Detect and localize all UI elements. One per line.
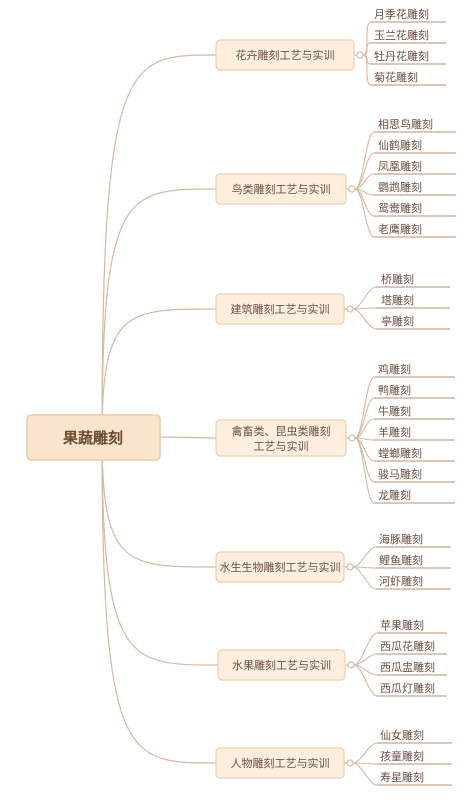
leaf-node[interactable]: 河虾雕刻: [379, 574, 423, 588]
connector-lines: [101, 21, 456, 786]
leaf-node[interactable]: 仙鹤雕刻: [378, 138, 422, 152]
leaf-node[interactable]: 玉兰花雕刻: [374, 28, 429, 42]
leaf-node[interactable]: 羊雕刻: [378, 425, 411, 439]
branch-box: [215, 293, 345, 325]
leaf-connector: [352, 308, 377, 330]
leaf-connector: [354, 397, 375, 439]
leaf-connector: [352, 546, 377, 568]
root-branch-connector: [101, 308, 217, 438]
leaf-node[interactable]: 菊花雕刻: [374, 70, 418, 84]
leaf-connector: [354, 152, 375, 190]
leaf-node[interactable]: 西瓜盅雕刻: [380, 660, 435, 674]
leaf-node[interactable]: 鹦鹉雕刻: [378, 180, 422, 194]
branch-box: [215, 173, 347, 205]
root-branch-connector: [101, 436, 219, 666]
nodes-layer: 果蔬雕刻 花卉雕刻工艺与实训 月季花雕刻玉兰花雕刻牡丹花雕刻菊花雕刻鸟类雕刻工艺与…: [26, 7, 435, 784]
root-branch-connector: [101, 188, 217, 438]
branch-label: 建筑雕刻工艺与实训: [231, 302, 330, 316]
branch-box: [215, 747, 345, 779]
leaf-connector: [353, 632, 378, 666]
branch-label: 禽畜类、昆虫类雕刻: [232, 424, 331, 438]
leaf-connector: [354, 188, 375, 238]
leaf-node[interactable]: 骏马雕刻: [378, 467, 422, 481]
collapse-toggle-icon[interactable]: [346, 563, 354, 571]
leaf-node[interactable]: 牡丹花雕刻: [374, 49, 429, 63]
leaf-node[interactable]: 鲤鱼雕刻: [379, 553, 423, 567]
collapse-toggle-icon[interactable]: [346, 305, 354, 313]
collapse-toggle-icon[interactable]: [348, 434, 356, 442]
root-branch-connector: [101, 436, 217, 568]
leaf-connector: [362, 21, 372, 56]
leaf-node[interactable]: 西瓜花雕刻: [380, 639, 435, 653]
branch-label: 水果雕刻工艺与实训: [232, 658, 331, 672]
leaf-node[interactable]: 螳螂雕刻: [378, 446, 422, 460]
branch-node[interactable]: 鸟类雕刻工艺与实训: [215, 173, 347, 205]
branch-label: 水生生物雕刻工艺与实训: [220, 560, 341, 574]
leaf-connector: [352, 566, 377, 590]
root-node[interactable]: 果蔬雕刻: [26, 414, 161, 461]
leaf-connector: [352, 742, 378, 764]
leaf-node[interactable]: 牛雕刻: [378, 404, 411, 418]
collapse-toggle-icon[interactable]: [348, 185, 356, 193]
branch-label: 人物雕刻工艺与实训: [231, 756, 330, 770]
leaf-node[interactable]: 仙女雕刻: [380, 728, 424, 742]
root-label: 果蔬雕刻: [62, 429, 123, 447]
leaf-node[interactable]: 塔雕刻: [381, 293, 414, 307]
leaf-node[interactable]: 鸭雕刻: [378, 383, 411, 397]
branch-node[interactable]: 水生生物雕刻工艺与实训: [215, 551, 345, 583]
collapse-toggle-icon[interactable]: [346, 759, 354, 767]
leaf-node[interactable]: 鸳鸯雕刻: [378, 201, 422, 215]
branch-box: [217, 649, 346, 681]
leaf-connector: [362, 54, 372, 86]
leaf-node[interactable]: 凤凰雕刻: [378, 159, 422, 173]
branch-node[interactable]: 花卉雕刻工艺与实训: [215, 39, 355, 71]
leaf-connector: [353, 653, 378, 666]
leaf-node[interactable]: 龙雕刻: [378, 488, 411, 502]
leaf-node[interactable]: 桥雕刻: [381, 272, 414, 286]
leaf-connector: [353, 664, 378, 697]
branch-node[interactable]: 人物雕刻工艺与实训: [215, 747, 345, 779]
leaf-connector: [362, 42, 372, 56]
leaf-node[interactable]: 相思鸟雕刻: [378, 117, 433, 131]
branch-label-line2: 工艺与实训: [254, 439, 309, 453]
leaf-connector: [354, 437, 375, 504]
leaf-connector: [354, 173, 375, 190]
leaf-node[interactable]: 苹果雕刻: [380, 618, 424, 632]
leaf-node[interactable]: 海豚雕刻: [379, 532, 423, 546]
leaf-node[interactable]: 孩童雕刻: [380, 749, 424, 763]
root-branch-connector: [101, 54, 217, 438]
branch-box: [215, 39, 355, 71]
leaf-connector: [352, 762, 378, 786]
leaf-node[interactable]: 老鹰雕刻: [378, 222, 422, 236]
leaf-connector: [352, 762, 378, 765]
branch-box: [215, 419, 347, 457]
branch-node[interactable]: 水果雕刻工艺与实训: [217, 649, 346, 681]
branch-node[interactable]: 建筑雕刻工艺与实训: [215, 293, 345, 325]
leaf-connector: [354, 418, 375, 439]
leaf-node[interactable]: 亭雕刻: [381, 314, 414, 328]
root-branch-connector: [101, 436, 217, 764]
collapse-toggle-icon[interactable]: [356, 51, 364, 59]
branch-box: [215, 551, 345, 583]
leaf-connector: [352, 286, 377, 310]
branch-label: 鸟类雕刻工艺与实训: [232, 182, 331, 196]
leaf-node[interactable]: 西瓜灯雕刻: [380, 681, 435, 695]
leaf-node[interactable]: 月季花雕刻: [374, 7, 429, 21]
leaf-node[interactable]: 鸡雕刻: [378, 362, 411, 376]
branch-label: 花卉雕刻工艺与实训: [236, 48, 335, 62]
leaf-node[interactable]: 寿星雕刻: [380, 770, 424, 784]
leaf-connector: [354, 131, 375, 190]
root-branch-connector: [159, 436, 217, 439]
collapse-toggle-icon[interactable]: [347, 661, 355, 669]
